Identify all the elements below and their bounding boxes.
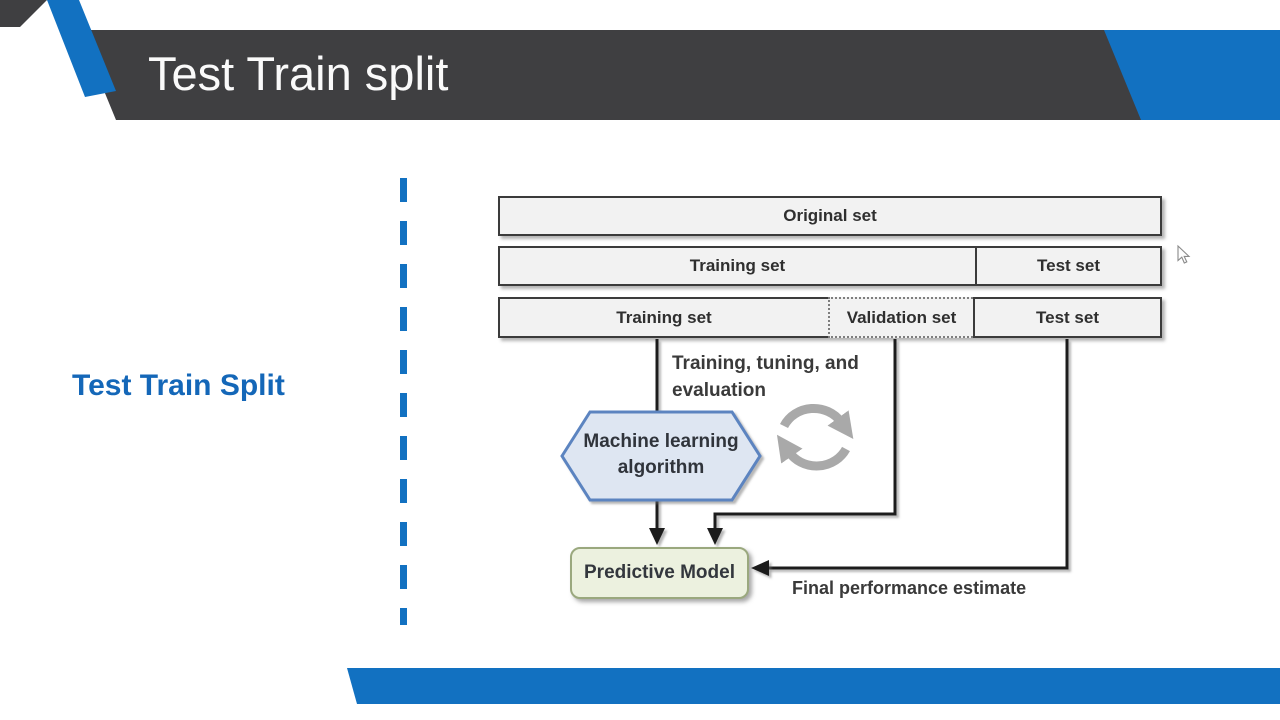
cycle-arrows-icon (776, 403, 854, 471)
train-test-bar: Training set Test set (498, 246, 1162, 286)
side-heading: Test Train Split (72, 369, 285, 402)
train-validation-test-bar: Training set Validation set Test set (498, 297, 1162, 338)
predictive-model-label: Predictive Model (584, 562, 735, 583)
final-performance-estimate-label: Final performance estimate (792, 578, 1027, 598)
hexagon-label-line1: Machine learning (583, 431, 739, 452)
loop-label-line2: evaluation (672, 380, 766, 401)
dashed-divider-line (400, 178, 407, 625)
segment-test-set: Test set (975, 246, 1162, 286)
segment-training-set: Training set (498, 297, 828, 338)
segment-validation-set: Validation set (828, 297, 973, 338)
mouse-cursor-icon (1177, 244, 1191, 264)
segment-test-set: Test set (973, 297, 1162, 338)
footer-accent-bar (347, 668, 1280, 704)
original-set-bar: Original set (498, 196, 1162, 236)
loop-label: Training, tuning, and evaluation (672, 350, 859, 404)
header-banner (79, 30, 1280, 120)
hexagon-label: Machine learning algorithm (566, 429, 756, 481)
predictive-model-box: Predictive Model (570, 547, 749, 599)
hexagon-label-line2: algorithm (617, 457, 705, 478)
slide-title: Test Train split (148, 47, 449, 100)
arrowhead-left-estimate (751, 560, 769, 576)
loop-label-line1: Training, tuning, and (672, 353, 859, 374)
segment-training-set: Training set (498, 246, 975, 286)
arrowhead-down-validation (707, 528, 723, 545)
arrowhead-down-training (649, 528, 665, 545)
segment-original-set: Original set (498, 196, 1162, 236)
